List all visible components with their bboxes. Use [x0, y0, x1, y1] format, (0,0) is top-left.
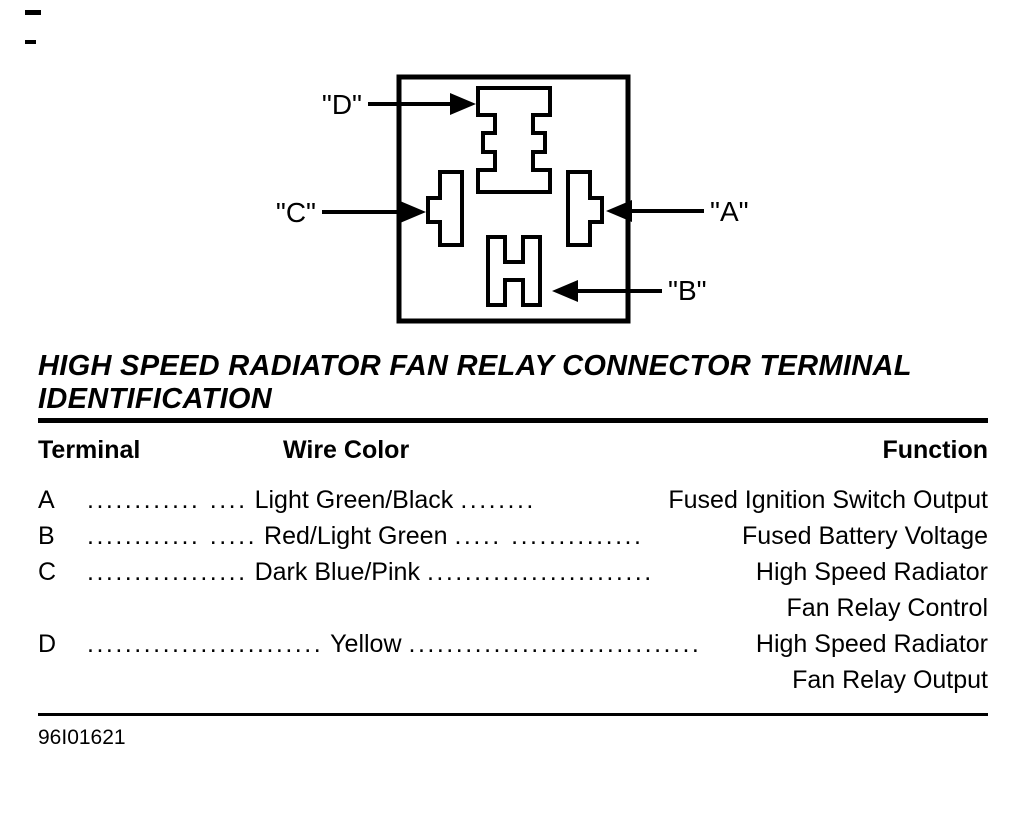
terminal-c-label: "C"	[276, 197, 316, 228]
terminal-function-continuation: Fan Relay Output	[792, 666, 988, 694]
table-row: D ......................... Yellow .....…	[38, 626, 988, 662]
figure-code: 96I01621	[38, 726, 126, 749]
figure-title-line1: HIGH SPEED RADIATOR FAN RELAY CONNECTOR …	[38, 350, 912, 382]
wire-color: Red/Light Green	[264, 522, 448, 550]
terminal-b-label: "B"	[668, 275, 707, 306]
divider-thin	[38, 713, 988, 716]
terminal-function-continuation: Fan Relay Control	[786, 594, 988, 622]
dot-leader: ........	[460, 486, 536, 514]
arrow-c-head	[400, 201, 426, 223]
terminal-function: High Speed Radiator	[755, 630, 988, 658]
connector-diagram: "D" "C" "A" "B"	[276, 74, 749, 324]
terminal-function: Fused Ignition Switch Output	[668, 486, 988, 514]
dot-leader: ............ ....	[87, 486, 248, 514]
arrow-a-head	[606, 200, 632, 222]
terminal-letter: C	[38, 558, 57, 586]
wire-color: Light Green/Black	[254, 486, 454, 514]
wire-color: Dark Blue/Pink	[254, 558, 420, 586]
wire-color: Yellow	[330, 630, 402, 658]
terminal-function: Fused Battery Voltage	[742, 522, 988, 550]
terminal-table: A ............ .... Light Green/Black ..…	[38, 482, 988, 698]
dot-leader: ............ .....	[87, 522, 258, 550]
header-wire-color: Wire Color	[283, 436, 410, 464]
header-terminal: Terminal	[38, 436, 141, 464]
terminal-letter: B	[38, 522, 55, 550]
table-row: C ................. Dark Blue/Pink .....…	[38, 554, 988, 590]
table-row: A ............ .... Light Green/Black ..…	[38, 482, 988, 518]
table-row: B ............ ..... Red/Light Green ...…	[38, 518, 988, 554]
dot-leader: ........................	[426, 558, 654, 586]
table-header-row: Terminal Wire Color Function	[38, 436, 988, 465]
terminal-letter: A	[38, 486, 55, 514]
terminal-d-label: "D"	[322, 89, 362, 120]
dot-leader: .................	[87, 558, 248, 586]
figure-title-line2: IDENTIFICATION	[38, 383, 273, 416]
arrow-d-head	[450, 93, 476, 115]
terminal-a-shape	[566, 170, 604, 247]
terminal-function: High Speed Radiator	[755, 558, 988, 586]
dot-leader: .........................	[87, 630, 324, 658]
terminal-letter: D	[38, 630, 57, 658]
terminal-d-shape	[476, 86, 552, 194]
scan-artifact	[25, 40, 36, 44]
scan-artifact	[25, 10, 41, 15]
terminal-b-shape	[486, 235, 542, 307]
figure-title: HIGH SPEED RADIATOR FAN RELAY CONNECTOR …	[38, 350, 968, 417]
connector-box	[396, 74, 631, 324]
dot-leader: ...............................	[408, 630, 702, 658]
dot-leader: ..... ..............	[454, 522, 644, 550]
arrow-b-head	[552, 280, 578, 302]
terminal-a-label: "A"	[710, 196, 749, 227]
terminal-c-shape	[426, 170, 464, 247]
divider-thick	[38, 418, 988, 423]
header-function: Function	[882, 436, 988, 464]
